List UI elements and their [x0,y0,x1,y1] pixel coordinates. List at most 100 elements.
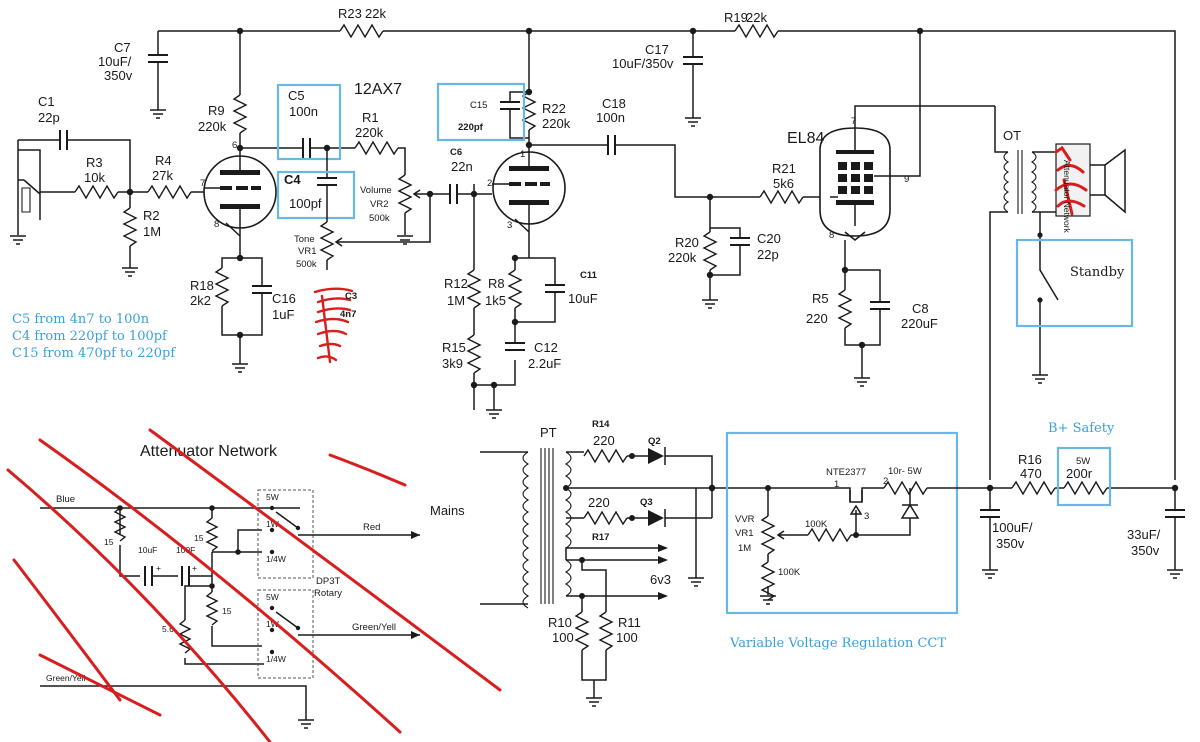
c12-value: 2.2uF [528,356,561,371]
v2-pin2: 2 [487,178,492,189]
mosfet-pin3: 3 [864,511,869,522]
v1-pin8: 8 [214,219,219,230]
c3-struck-capacitor [313,287,354,364]
vvr-r1-value: 100K [805,519,828,530]
c17-value: 10uF/350v [612,56,674,71]
el84-pin8: 8 [829,230,834,241]
c4-ref: C4 [284,172,301,187]
c5-ref: C5 [288,88,305,103]
r20-ref: R20 [675,235,699,250]
voltage-regulation-circuit [725,431,990,615]
gate-res-value: 10r- 5W [888,466,922,477]
c5-capacitor [240,83,355,161]
note-c4: C4 from 220pf to 100pf [12,329,168,344]
vvr-r2-value: 100K [778,567,801,578]
c6-value: 22n [451,159,473,174]
r22-value: 220k [542,116,571,131]
att-switch: DP3T [316,576,340,587]
el84-pentode [819,31,995,270]
vr1-ref: VR1 [298,246,316,257]
vr1-name: Tone [294,234,315,245]
r10-value: 100 [552,630,574,645]
att-14w-1: 1/4W [266,554,286,564]
r20-c20-network [702,193,750,309]
c11-value: 10uF [568,291,598,306]
cfilter1-value2: 350v [996,536,1025,551]
el84-pin7: 7 [851,116,856,127]
r18-ref: R18 [190,278,214,293]
el84-pin9: 9 [904,174,909,185]
v2-12ax7-triode [492,31,566,233]
r8-ref: R8 [488,276,505,291]
c4-value: 100pf [289,196,322,211]
regulation-label: Variable Voltage Regulation CCT [729,636,946,651]
c1-ref: C1 [38,94,55,109]
r15-value: 3k9 [442,356,463,371]
v1-cathode-network [214,236,272,373]
att-blue: Blue [56,494,75,505]
rectifier-branch [583,447,840,527]
c8-ref: C8 [912,301,929,316]
r16-ref: R16 [1018,452,1042,467]
att-5w-2: 5W [266,592,279,602]
note-c5: C5 from 4n7 to 100n [12,312,150,327]
r14-value: 220 [593,433,615,448]
cfilter1-value: 100uF/ [992,520,1033,535]
v2-pin3: 3 [507,220,512,231]
r4-value: 27k [152,168,173,183]
r5-value: 220 [806,311,828,326]
q2-ref: Q2 [648,436,661,447]
r16-value: 470 [1020,466,1042,481]
c18-ref: C18 [602,96,626,111]
standby-label: Standby [1070,265,1125,280]
c17-capacitor [683,31,703,127]
power-transformer [480,448,712,707]
r5-c8-network [837,266,890,387]
c15-ref: C15 [470,100,487,111]
attenuator-network: Attenuator Network [40,443,420,729]
vr2-ref: VR2 [370,199,388,210]
attenuator-strikeout [6,428,502,742]
c4-capacitor [276,144,356,220]
c8-value: 220uF [901,316,938,331]
r11-value: 100 [616,630,638,645]
r17-ref: R17 [592,532,609,543]
r1-value: 220k [355,125,384,140]
input-jack [10,139,75,245]
filter-section [980,446,1185,579]
r23-ref: R23 [338,6,362,21]
att-14w-2: 1/4W [266,654,286,664]
att-red: Red [363,522,380,533]
volume-pot-vr2 [397,174,450,245]
r22-ref: R22 [542,101,566,116]
r21-ref: R21 [772,161,796,176]
c7-capacitor [148,31,168,119]
r12-ref: R12 [444,276,468,291]
c3-value: 4n7 [340,309,356,320]
att-r15b: 15 [194,533,204,543]
r3-ref: R3 [86,155,103,170]
vvr-name: VVR [735,514,755,525]
att-r56: 5.6 [162,624,174,634]
c7-value: 10uF/ [98,54,132,69]
vr2-name: Volume [360,185,392,196]
c5-value: 100n [289,104,318,119]
modification-notes: C5 from 4n7 to 100n C4 from 220pf to 100… [12,312,176,361]
c1-value: 22p [38,110,60,125]
v1-12ax7-triode [203,31,277,237]
r12-value: 1M [447,293,465,308]
att-plus2: + [192,563,197,573]
v1-pin7: 7 [200,178,205,189]
tube-el84-label: EL84 [787,130,824,147]
att-c10uf: 10uF [138,545,157,555]
mosfet-pin1: 1 [834,479,839,490]
r21-value: 5k6 [773,176,794,191]
r20-value: 220k [668,250,697,265]
note-c15: C15 from 470pf to 220pf [12,346,176,361]
r19-ref: R19 [724,10,748,25]
c6-ref: C6 [450,147,462,158]
r10-ref: R10 [548,615,572,630]
cfilter2-value2: 350v [1131,543,1160,558]
c7-value2: 350v [104,68,133,83]
